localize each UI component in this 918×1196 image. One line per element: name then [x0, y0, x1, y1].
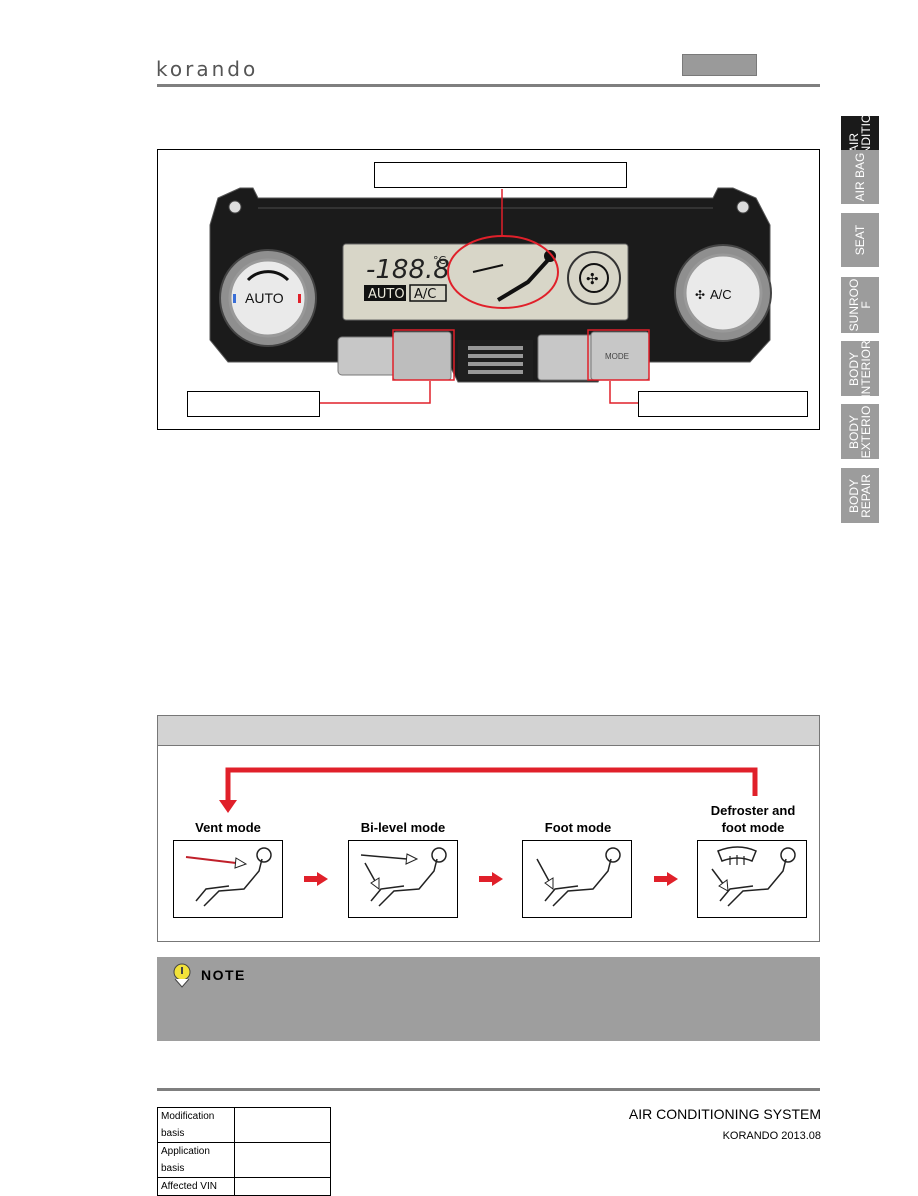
table-row: Application basis	[157, 1142, 331, 1178]
table-row: Affected VIN	[157, 1177, 331, 1196]
defrost-foot-mode-icon	[711, 846, 796, 907]
bi-level-mode-box	[348, 840, 458, 918]
mode-cycle-arrow	[219, 767, 758, 813]
svg-text:-188.8: -188.8	[366, 255, 450, 285]
tab-label: SUNROO F	[847, 278, 873, 332]
mode-label-bi-level: Bi-level mode	[360, 820, 446, 835]
foot-mode-box	[522, 840, 632, 918]
note-box: NOTE	[157, 957, 820, 1041]
lightbulb-icon	[173, 963, 191, 988]
brand-logo: korando	[156, 58, 258, 80]
callout-mode-box	[638, 391, 808, 417]
svg-text:AUTO: AUTO	[368, 287, 405, 302]
svg-text:✣: ✣	[586, 270, 599, 288]
mode-sequence-figure: Vent mode Bi-level mode Foot mode Defros…	[157, 715, 820, 942]
control-panel-illustration: -188.8 °C AUTO A/C ✣ AUTO ✣ A/C	[209, 187, 772, 404]
mode-next-arrow-3	[654, 872, 678, 886]
callout-defrost-box	[187, 391, 320, 417]
foot-mode-icon	[536, 847, 621, 907]
header-rule	[157, 84, 820, 87]
mode-label-defrost-foot: Defroster and foot mode	[710, 803, 796, 835]
svg-text:✣: ✣	[695, 288, 705, 302]
tab-label: AIR BAG	[853, 152, 867, 202]
bi-level-mode-icon	[360, 847, 447, 907]
basis-value	[234, 1107, 331, 1143]
basis-value	[234, 1177, 331, 1196]
footer-model-date: KORANDO 2013.08	[722, 1130, 821, 1142]
tab-air-bag[interactable]: AIR BAG	[841, 150, 879, 204]
tab-seat[interactable]: SEAT	[841, 213, 879, 267]
tab-body-repair[interactable]: BODY REPAIR	[841, 468, 879, 523]
svg-text:A/C: A/C	[414, 287, 436, 302]
tab-body-interior[interactable]: BODY INTERIOR	[841, 339, 879, 398]
header-section-box	[682, 54, 757, 76]
vent-mode-icon	[185, 847, 272, 907]
tab-label: BODY EXTERIO	[847, 405, 873, 458]
footer-rule	[157, 1088, 820, 1091]
vent-mode-box	[173, 840, 283, 918]
basis-label: Application basis	[157, 1142, 235, 1178]
basis-table: Modification basis Application basis Aff…	[157, 1107, 331, 1196]
callout-display-box	[374, 162, 627, 188]
mode-label-foot: Foot mode	[544, 820, 612, 835]
tab-label: BODY INTERIOR	[847, 339, 873, 398]
tab-label: SEAT	[853, 224, 867, 256]
footer-section-title: AIR CONDITIONING SYSTEM	[628, 1106, 821, 1122]
defrost-foot-mode-box	[697, 840, 807, 918]
basis-value	[234, 1142, 331, 1178]
svg-text:AUTO: AUTO	[245, 290, 284, 306]
table-row: Modification basis	[157, 1107, 331, 1143]
mode-label-vent: Vent mode	[195, 820, 261, 835]
basis-label: Modification basis	[157, 1107, 235, 1143]
control-panel-figure: -188.8 °C AUTO A/C ✣ AUTO ✣ A/C	[157, 149, 820, 430]
tab-body-exterior[interactable]: BODY EXTERIO	[841, 404, 879, 459]
svg-text:korando: korando	[156, 58, 258, 80]
svg-text:A/C: A/C	[710, 287, 732, 302]
basis-label: Affected VIN	[157, 1177, 235, 1196]
note-title: NOTE	[201, 967, 246, 983]
tab-label: BODY REPAIR	[847, 473, 873, 518]
svg-text:MODE: MODE	[605, 352, 629, 361]
svg-text:°C: °C	[433, 254, 447, 267]
mode-next-arrow-2	[479, 872, 503, 886]
mode-next-arrow-1	[304, 872, 328, 886]
tab-sunroof[interactable]: SUNROO F	[841, 277, 879, 333]
mode-table-header	[158, 716, 819, 746]
